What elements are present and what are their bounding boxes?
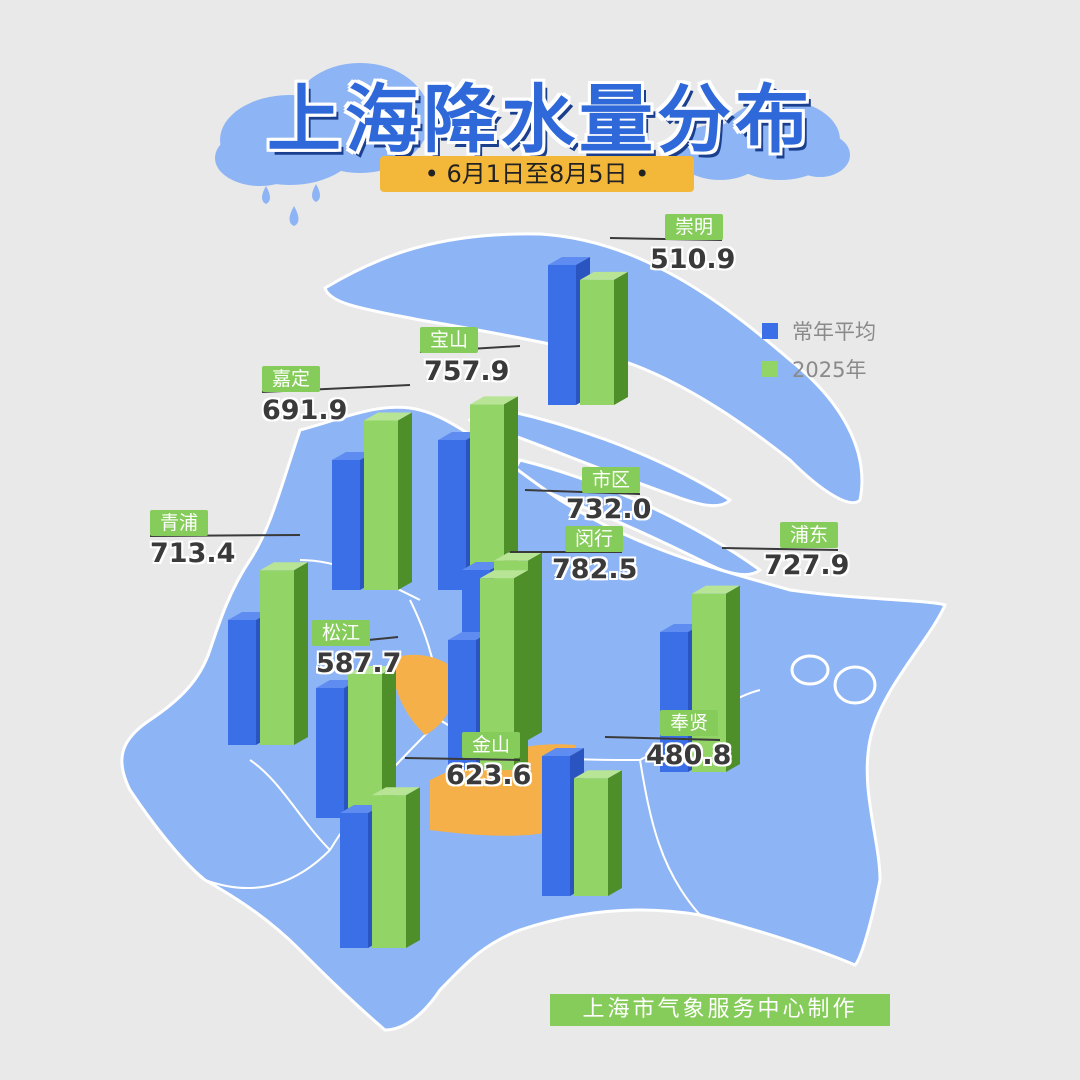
- bar-2025-front: [580, 279, 614, 405]
- bar-2025-side: [294, 562, 308, 745]
- bar-2025-top: [480, 570, 528, 579]
- bar-2025-side: [504, 396, 518, 590]
- bar-2025-side: [528, 552, 542, 740]
- bars-layer: [149, 237, 839, 948]
- data-label: 510.9: [650, 244, 736, 275]
- bar-average-front: [438, 440, 466, 590]
- leader-line: [604, 736, 721, 741]
- district-label: 闵行: [565, 526, 624, 552]
- credit-label: 上海市气象服务中心制作: [550, 994, 890, 1026]
- bar-2025-side: [614, 271, 628, 405]
- legend-swatch-green: [762, 361, 778, 377]
- bar-average-front: [340, 813, 368, 948]
- bar-group-4: [149, 534, 308, 745]
- district-label: 市区: [582, 467, 641, 493]
- district-label: 松江: [312, 620, 371, 646]
- bar-2025-front: [372, 795, 406, 948]
- data-label: 713.4: [150, 538, 236, 569]
- data-label: 587.7: [316, 648, 402, 679]
- data-label: 757.9: [424, 356, 510, 387]
- legend-item-2025: 2025年: [762, 350, 876, 388]
- bar-2025-top: [580, 271, 628, 280]
- bar-2025-front: [692, 593, 726, 772]
- bar-2025-front: [260, 570, 294, 745]
- bar-2025-top: [574, 770, 622, 779]
- bar-2025-top: [470, 396, 518, 405]
- bar-group-8: [340, 757, 521, 948]
- bar-group-0: [548, 237, 723, 405]
- data-label: 732.0: [566, 494, 652, 525]
- rain-cloud-icon: [215, 63, 850, 226]
- page-title: 上海降水量分布: [267, 77, 813, 163]
- legend: 常年平均 2025年: [762, 312, 876, 388]
- legend-item-average: 常年平均: [762, 312, 876, 350]
- bar-2025-side: [608, 770, 622, 896]
- district-label: 金山: [462, 732, 521, 758]
- district-label: 崇明: [665, 214, 724, 240]
- district-label: 奉贤: [660, 710, 719, 736]
- bar-group-9: [542, 736, 721, 896]
- legend-label: 常年平均: [792, 320, 876, 344]
- bar-2025-side: [406, 787, 420, 948]
- bar-2025-top: [260, 562, 308, 571]
- bar-2025-top: [372, 787, 420, 796]
- data-label: 480.8: [646, 740, 732, 771]
- bar-2025-top: [692, 585, 740, 594]
- leader-line: [721, 547, 839, 551]
- bar-2025-front: [364, 420, 398, 590]
- legend-label: 2025年: [792, 358, 867, 382]
- district-label: 浦东: [780, 522, 839, 548]
- district-label: 嘉定: [262, 366, 321, 392]
- bar-2025-top: [348, 666, 396, 675]
- district-label: 青浦: [150, 510, 209, 536]
- bar-2025-side: [382, 666, 396, 818]
- leader-line: [404, 757, 521, 761]
- bar-group-7: [316, 636, 399, 818]
- bar-2025-side: [726, 585, 740, 772]
- district-label: 宝山: [420, 327, 479, 353]
- data-label: 623.6: [446, 760, 532, 791]
- date-range-badge: • 6月1日至8月5日 •: [380, 156, 694, 192]
- data-label: 727.9: [764, 550, 850, 581]
- songjiang-area: [390, 654, 456, 735]
- bar-2025-top: [364, 412, 412, 421]
- legend-swatch-blue: [762, 323, 778, 339]
- bar-average-front: [332, 460, 360, 590]
- bar-2025-side: [398, 412, 412, 590]
- bar-average-front: [542, 756, 570, 896]
- bar-2025-side: [514, 570, 528, 770]
- bar-average-front: [548, 265, 576, 405]
- data-label: 782.5: [552, 554, 638, 585]
- bar-2025-top: [494, 552, 542, 561]
- bar-2025-front: [574, 778, 608, 896]
- bar-average-front: [228, 620, 256, 745]
- bar-average-front: [316, 688, 344, 818]
- data-label: 691.9: [262, 395, 348, 426]
- bar-group-1: [419, 345, 521, 590]
- bar-average-front: [660, 632, 688, 772]
